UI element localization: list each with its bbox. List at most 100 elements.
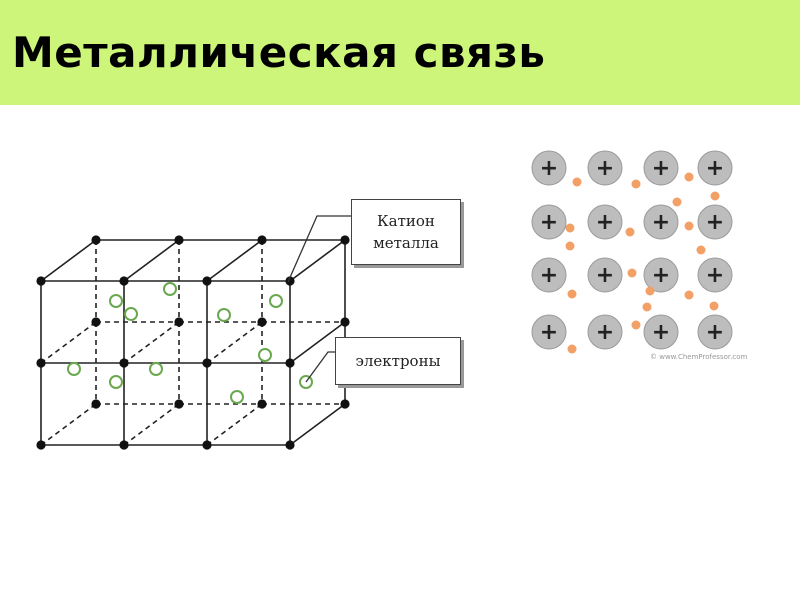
metal-cation xyxy=(697,150,733,186)
sea-electron xyxy=(631,179,641,189)
metal-cation xyxy=(697,257,733,293)
metal-cation xyxy=(587,204,623,240)
sea-electron xyxy=(627,268,637,278)
cation-label-line2: металла xyxy=(373,234,439,252)
metal-cation xyxy=(643,150,679,186)
lattice-edge xyxy=(206,403,263,446)
cation-plus-sign: + xyxy=(596,156,614,181)
metal-cation xyxy=(531,150,567,186)
cation-plus-sign: + xyxy=(706,210,724,235)
metal-cation xyxy=(587,257,623,293)
sea-electron xyxy=(684,290,694,300)
cation-node xyxy=(340,317,350,327)
cation-node xyxy=(202,440,212,450)
metal-cation xyxy=(531,314,567,350)
cation-plus-sign: + xyxy=(706,156,724,181)
cation-node xyxy=(174,235,184,245)
cation-plus-sign: + xyxy=(652,210,670,235)
cation-node xyxy=(202,276,212,286)
sea-electron xyxy=(684,221,694,231)
cation-plus-sign: + xyxy=(596,263,614,288)
lattice-lines xyxy=(40,239,346,446)
sea-electron xyxy=(684,172,694,182)
cation-node xyxy=(340,399,350,409)
free-electron xyxy=(217,308,231,322)
free-electron xyxy=(258,348,272,362)
cation-plus-sign: + xyxy=(596,320,614,345)
metal-cation xyxy=(697,314,733,350)
cation-node xyxy=(36,358,46,368)
sea-electron xyxy=(696,245,706,255)
sea-electron xyxy=(645,286,655,296)
electron-sea-layer xyxy=(565,172,720,354)
free-electron xyxy=(230,390,244,404)
sea-electron xyxy=(642,302,652,312)
lattice-edge xyxy=(123,403,180,446)
lattice-edge xyxy=(289,239,346,282)
sea-electron xyxy=(631,320,641,330)
metal-cation xyxy=(643,204,679,240)
free-electron xyxy=(109,375,123,389)
sea-electron xyxy=(572,177,582,187)
cation-node xyxy=(257,235,267,245)
cation-plus-sign: + xyxy=(706,320,724,345)
sea-electron xyxy=(567,344,577,354)
free-electron xyxy=(67,362,81,376)
sea-electron xyxy=(710,191,720,201)
lattice-edge xyxy=(289,321,346,364)
cation-node xyxy=(202,358,212,368)
electron-callout-line xyxy=(305,351,335,383)
metal-cation xyxy=(697,204,733,240)
sea-electron xyxy=(709,301,719,311)
free-electron xyxy=(163,282,177,296)
title-bar: Металлическая связь xyxy=(0,0,800,105)
lattice-electrons xyxy=(67,282,313,404)
sea-electron xyxy=(567,289,577,299)
lattice-edge xyxy=(289,403,346,446)
cation-node xyxy=(285,276,295,286)
cation-plus-sign: + xyxy=(706,263,724,288)
cation-node xyxy=(91,399,101,409)
cation-node xyxy=(119,440,129,450)
electrons-label: электроны xyxy=(355,352,441,370)
cation-plus-sign: + xyxy=(540,210,558,235)
metal-cation xyxy=(587,150,623,186)
cation-plus-sign: + xyxy=(652,320,670,345)
metal-cation xyxy=(587,314,623,350)
metal-cation xyxy=(643,314,679,350)
cation-plus-sign: + xyxy=(596,210,614,235)
cation-node xyxy=(119,276,129,286)
lattice-edge xyxy=(40,403,97,446)
free-electron xyxy=(109,294,123,308)
cation-plus-sign: + xyxy=(540,320,558,345)
callout-lines xyxy=(287,215,351,383)
cation-callout-line xyxy=(287,215,351,283)
lattice-edge xyxy=(123,321,180,364)
sea-electron xyxy=(625,227,635,237)
watermark-text: © www.ChemProfessor.com xyxy=(650,353,747,361)
cation-node xyxy=(257,317,267,327)
cation-node xyxy=(340,235,350,245)
lattice-edge xyxy=(40,239,97,282)
cation-plus-sign: + xyxy=(540,156,558,181)
lattice-edge xyxy=(40,321,97,364)
cation-node xyxy=(91,235,101,245)
cation-plus-sign: + xyxy=(652,156,670,181)
cation-node xyxy=(285,358,295,368)
cation-node xyxy=(285,440,295,450)
electrons-label-box: электроны xyxy=(335,337,461,385)
cation-node xyxy=(174,399,184,409)
cation-label-box: Катион металла xyxy=(351,199,461,265)
cation-node xyxy=(257,399,267,409)
cation-label-line1: Катион xyxy=(377,212,435,230)
cation-node xyxy=(91,317,101,327)
free-electron xyxy=(124,307,138,321)
cation-node xyxy=(174,317,184,327)
sea-electron xyxy=(672,197,682,207)
sea-electron xyxy=(565,223,575,233)
cation-node xyxy=(36,276,46,286)
free-electron xyxy=(269,294,283,308)
sea-electron xyxy=(565,241,575,251)
